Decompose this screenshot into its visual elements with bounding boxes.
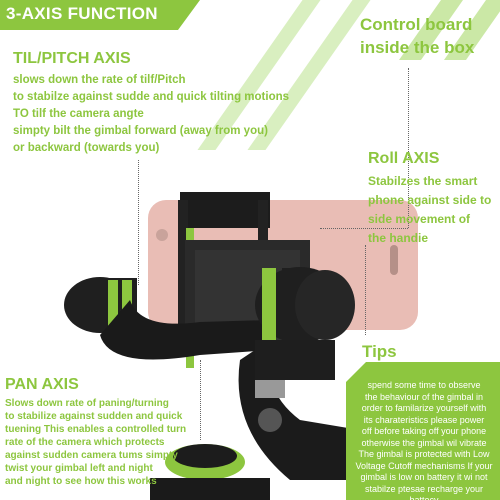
callout-line [200, 360, 201, 440]
callout-line [365, 245, 366, 335]
tips-text: spend some time to observe the behaviour… [355, 380, 493, 500]
callout-line [138, 160, 139, 285]
header-banner: 3-AXIS FUNCTION [0, 0, 200, 30]
pan-heading: PAN AXIS [5, 376, 79, 393]
tips-header-area [346, 338, 500, 362]
tilt-heading: TIL/PITCH AXIS [13, 50, 131, 67]
roll-heading: Roll AXIS [368, 150, 440, 167]
callout-line [408, 68, 409, 228]
tips-corner [346, 362, 366, 382]
control-board-line2: inside the box [360, 38, 475, 57]
callout-line [320, 228, 408, 229]
tips-panel [346, 362, 500, 500]
banner-title: 3-AXIS FUNCTION [6, 4, 158, 23]
roll-description: Stabilzes the smart phone against side t… [368, 174, 492, 245]
pan-description: Slows down rate of paning/turning to sta… [5, 398, 187, 487]
tips-heading: Tips [362, 342, 397, 361]
control-board-line1: Control board [360, 15, 473, 34]
phone-clamp [180, 192, 270, 228]
gimbal-arm [100, 300, 270, 360]
tilt-description: slows down the rate of tilf/Pitch to sta… [13, 74, 290, 154]
